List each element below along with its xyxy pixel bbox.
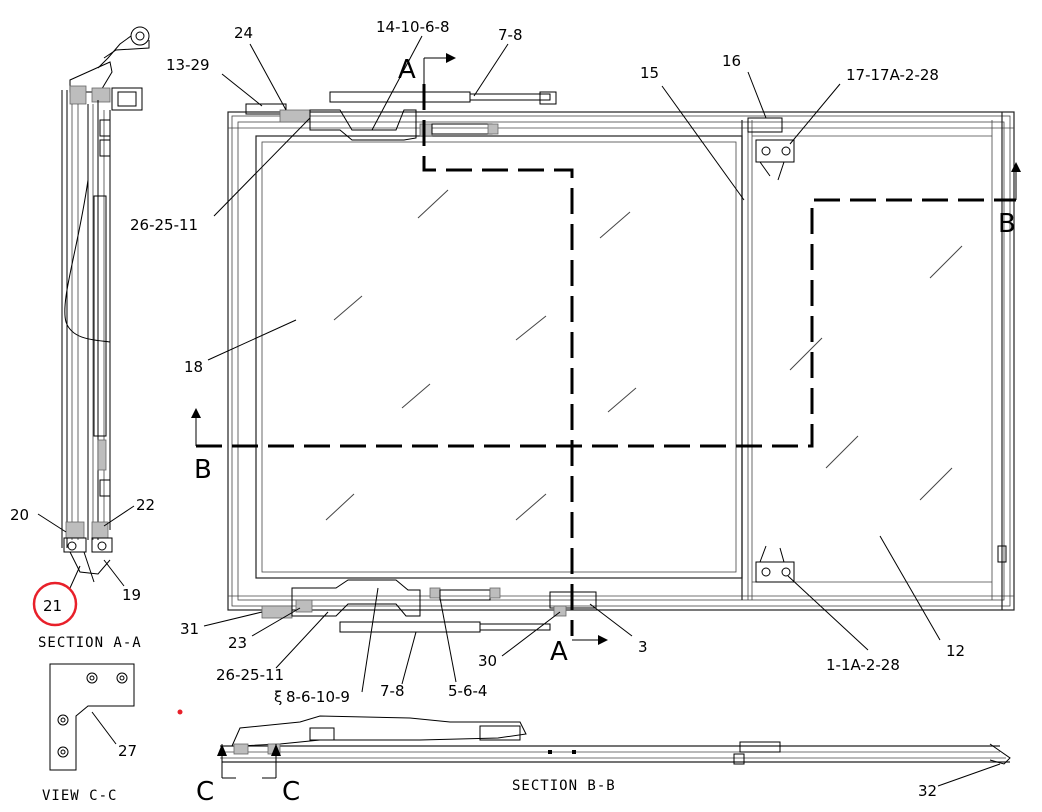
callout-19: 19 <box>122 586 141 604</box>
highlight-circle <box>32 581 78 627</box>
section-letter-c-left: C <box>196 777 214 807</box>
callout-13-29: 13-29 <box>166 56 210 74</box>
callout-18: 18 <box>184 358 203 376</box>
callout-14-10-6-8: 14-10-6-8 <box>376 18 450 36</box>
section-b-b-title: SECTION B-B <box>512 778 616 794</box>
callout-15: 15 <box>640 64 659 82</box>
callout-17-17a-2-28: 17-17A-2-28 <box>846 66 939 84</box>
glass-reflections <box>325 189 963 521</box>
callout-3: 3 <box>638 638 648 656</box>
callout-8-6-10-9-prefix: ξ <box>274 688 282 706</box>
callout-7-8-top: 7-8 <box>498 26 523 44</box>
section-cut-lines <box>191 53 1021 645</box>
view-c-c-title: VIEW C-C <box>42 788 117 804</box>
callout-1-1a-2-28: 1-1A-2-28 <box>826 656 900 674</box>
callout-31: 31 <box>180 620 199 638</box>
callout-26-25-11-top: 26-25-11 <box>130 216 198 234</box>
callout-32: 32 <box>918 782 937 800</box>
callout-24: 24 <box>234 24 253 42</box>
marker-dot <box>177 709 183 715</box>
callout-8-6-10-9: 8-6-10-9 <box>286 688 350 706</box>
window-frame <box>227 91 1015 633</box>
section-a-a-title: SECTION A-A <box>38 635 142 651</box>
callout-16: 16 <box>722 52 741 70</box>
callout-27: 27 <box>118 742 137 760</box>
callout-23: 23 <box>228 634 247 652</box>
section-letter-b-left: B <box>194 455 212 485</box>
callout-12: 12 <box>946 642 965 660</box>
callout-20: 20 <box>10 506 29 524</box>
leader-lines <box>203 35 1001 787</box>
section-b-b-drawing <box>217 715 1011 779</box>
callout-22: 22 <box>136 496 155 514</box>
section-letter-a-top: A <box>398 55 416 85</box>
callout-26-25-11-bottom: 26-25-11 <box>216 666 284 684</box>
section-letter-b-right: B <box>998 209 1016 239</box>
section-a-a-drawing <box>61 26 150 583</box>
callout-5-6-4: 5-6-4 <box>448 682 487 700</box>
callout-21: 21 <box>43 597 62 615</box>
callout-30: 30 <box>478 652 497 670</box>
view-c-c-drawing <box>49 663 135 771</box>
section-letter-a-bottom: A <box>550 637 568 667</box>
callout-7-8-bottom: 7-8 <box>380 682 405 700</box>
section-letter-c-right: C <box>282 777 300 807</box>
